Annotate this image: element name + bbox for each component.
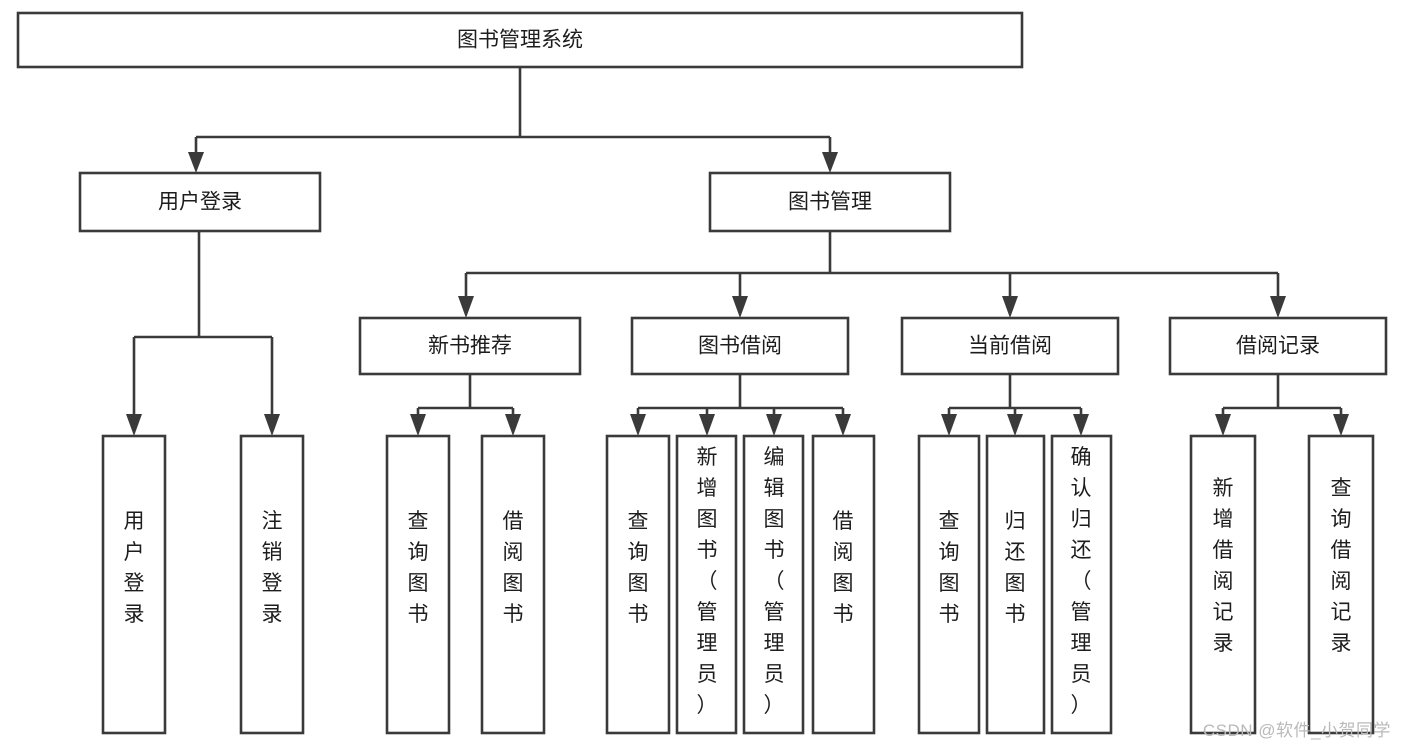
csdn-watermark: CSDN @软件_小贺同学 (1202, 721, 1391, 740)
node-label-book-borrow: 图书借阅 (698, 335, 782, 358)
leaf-label: 用户登录 (124, 510, 145, 626)
leaf-label: 新增借阅记录 (1213, 477, 1234, 655)
leaf-label: 查询图书 (628, 510, 649, 626)
leaf-label: 借阅图书 (833, 510, 854, 626)
leaf-label: 查询图书 (939, 510, 960, 626)
leaf-node[interactable]: 查询图书 (917, 434, 981, 735)
node-borrow-records[interactable]: 借阅记录 (1168, 316, 1388, 376)
leaf-label: 查询借阅记录 (1331, 477, 1352, 655)
leaf-label: 查询图书 (408, 510, 429, 626)
leaf-node[interactable]: 借阅图书 (811, 434, 876, 735)
arrow-borrow-leaf-2 (699, 414, 715, 436)
arrow-book-mgmt-to-current (1002, 296, 1018, 318)
arrow-new-books-leaf-2 (505, 414, 521, 436)
arrow-borrow-leaf-4 (835, 414, 851, 436)
leaf-node[interactable]: 新增借阅记录 (1189, 434, 1257, 735)
leaf-node[interactable]: 用户登录 (101, 434, 167, 735)
node-current-borrow[interactable]: 当前借阅 (900, 316, 1120, 376)
leaf-label: 归还图书 (1005, 510, 1026, 626)
leaf-node[interactable]: 查询图书 (385, 434, 451, 735)
leaf-node[interactable]: 确认归还（管理员） (1050, 434, 1113, 735)
arrow-book-mgmt-to-borrow (732, 296, 748, 318)
leaf-node[interactable]: 查询图书 (605, 434, 671, 735)
arrow-new-books-leaf-1 (410, 414, 426, 436)
arrow-borrow-leaf-1 (630, 414, 646, 436)
arrow-records-leaf-1 (1215, 414, 1231, 436)
node-label-book-management: 图书管理 (788, 191, 872, 214)
node-new-book-recommend[interactable]: 新书推荐 (358, 316, 582, 376)
arrow-user-login-leaf-2 (264, 414, 280, 436)
leaf-node[interactable]: 注销登录 (239, 434, 305, 735)
leaf-node[interactable]: 新增图书（管理员） (675, 434, 738, 735)
leaf-node[interactable]: 编辑图书（管理员） (742, 434, 805, 735)
node-book-management[interactable]: 图书管理 (708, 171, 952, 233)
leaf-label: 注销登录 (262, 510, 283, 626)
leaf-node[interactable]: 借阅图书 (480, 434, 546, 735)
leaf-node[interactable]: 查询借阅记录 (1307, 434, 1375, 735)
node-label-root: 图书管理系统 (457, 29, 583, 52)
leaf-label: 新增图书（管理员） (697, 446, 718, 717)
node-user-login[interactable]: 用户登录 (78, 171, 322, 233)
leaf-label: 编辑图书（管理员） (764, 446, 785, 717)
node-book-borrow[interactable]: 图书借阅 (630, 316, 850, 376)
node-label-borrow-records: 借阅记录 (1236, 335, 1320, 358)
node-label-current-borrow: 当前借阅 (968, 335, 1052, 358)
arrow-current-leaf-1 (941, 414, 957, 436)
node-label-new-book-recommend: 新书推荐 (428, 335, 512, 358)
arrow-borrow-leaf-3 (766, 414, 782, 436)
node-root-system[interactable]: 图书管理系统 (16, 11, 1024, 69)
arrow-book-mgmt-to-new-books (458, 296, 474, 318)
arrow-user-login-leaf-1 (126, 414, 142, 436)
arrow-root-to-book-mgmt (822, 152, 838, 173)
leaf-label: 确认归还（管理员） (1071, 446, 1092, 717)
arrow-current-leaf-3 (1073, 414, 1089, 436)
connector-layer (126, 67, 1349, 436)
arrow-records-leaf-2 (1333, 414, 1349, 436)
node-label-user-login: 用户登录 (158, 191, 242, 214)
leaf-label: 借阅图书 (503, 510, 524, 626)
arrow-root-to-user-login (188, 152, 204, 173)
leaf-node[interactable]: 归还图书 (985, 434, 1046, 735)
arrow-book-mgmt-to-records (1270, 296, 1286, 318)
arrow-current-leaf-2 (1007, 414, 1023, 436)
